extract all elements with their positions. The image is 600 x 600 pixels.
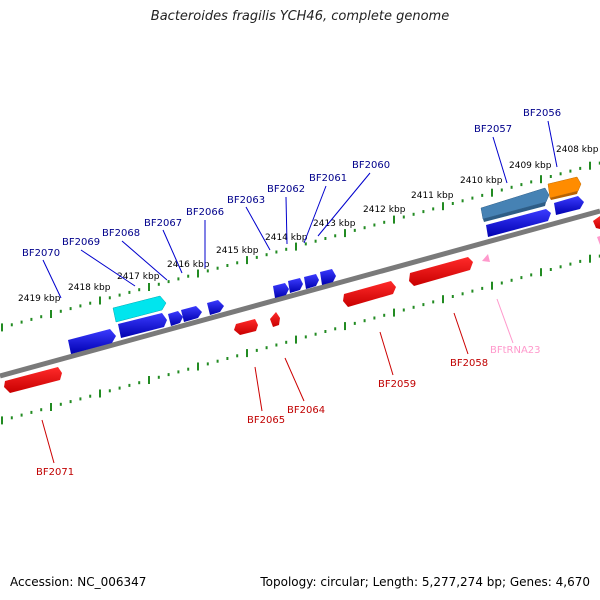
scale-label: 2408 kbp (556, 145, 599, 155)
gene-bf2066[interactable] (168, 311, 183, 326)
forward-gene-labels: BF2056 BF2057 BF2060 BF2061 BF2062 BF206… (22, 108, 561, 259)
scale-ticks-lower (1, 254, 600, 425)
gene-offscreen-right[interactable] (593, 216, 600, 229)
reverse-gene-labels: BF2058 BFtRNA23 BF2059 BF2064 BF2065 BF2… (36, 345, 541, 478)
gene-bf2057-shade (483, 202, 546, 222)
scale-label: 2409 kbp (509, 161, 552, 171)
scale-label: 2412 kbp (363, 205, 406, 215)
scale-label: 2410 kbp (460, 176, 503, 186)
accession-text: Accession: NC_006347 (10, 575, 147, 589)
map-title: Bacteroides fragilis YCH46, complete gen… (150, 9, 450, 24)
gene-label-bf2071[interactable]: BF2071 (36, 467, 74, 478)
scale-label: 2414 kbp (265, 233, 308, 243)
gene-bf2068[interactable] (112, 295, 167, 323)
scale-label: 2419 kbp (18, 294, 61, 304)
topology-text: Topology: circular; Length: 5,277,274 bp… (260, 575, 590, 589)
scale-ticks-upper (1, 161, 600, 332)
gene-label-bftrna23[interactable]: BFtRNA23 (490, 345, 541, 356)
gene-label-bf2059[interactable]: BF2059 (378, 379, 416, 390)
gene-bf2058[interactable] (409, 257, 473, 286)
scale-label: 2416 kbp (167, 260, 210, 270)
gene-bf2056-shade (550, 191, 578, 200)
gene-label-bf2056[interactable]: BF2056 (523, 108, 561, 119)
gene-label-bf2057[interactable]: BF2057 (474, 124, 512, 135)
gene-label-bf2058[interactable]: BF2058 (450, 358, 488, 369)
gene-label-bf2062[interactable]: BF2062 (267, 184, 305, 195)
scale-label: 2413 kbp (313, 219, 356, 229)
forward-leaders (42, 120, 558, 299)
gene-label-bf2070[interactable]: BF2070 (22, 248, 60, 259)
gene-bf2063b[interactable] (304, 274, 319, 289)
gene-bf2056[interactable] (547, 176, 582, 199)
gene-label-bf2066[interactable]: BF2066 (186, 207, 224, 218)
gene-bf2066c[interactable] (207, 300, 224, 315)
gene-bf2071[interactable] (4, 367, 62, 393)
gene-label-bf2061[interactable]: BF2061 (309, 173, 347, 184)
scale-label: 2411 kbp (411, 191, 454, 201)
reverse-leaders (41, 312, 469, 464)
gene-bf2059[interactable] (343, 281, 396, 307)
gene-bf2063c[interactable] (320, 269, 336, 285)
gene-bf2069[interactable] (68, 329, 116, 354)
gene-label-bf2060[interactable]: BF2060 (352, 160, 390, 171)
gene-label-bf2064[interactable]: BF2064 (287, 405, 325, 416)
reverse-genes (4, 216, 600, 393)
gene-bf2063[interactable] (288, 278, 303, 293)
gene-label-bf2068[interactable]: BF2068 (102, 228, 140, 239)
gene-bf2061[interactable] (554, 196, 584, 215)
scale-label: 2418 kbp (68, 283, 111, 293)
scale-labels: 2408 kbp 2409 kbp 2410 kbp 2411 kbp 2412… (18, 145, 599, 304)
genome-backbone (0, 208, 600, 379)
gene-bftrna23[interactable] (482, 254, 490, 262)
gene-bf2066b[interactable] (181, 306, 202, 322)
scale-label: 2415 kbp (216, 246, 259, 256)
forward-genes (68, 176, 584, 354)
gene-bf2065[interactable] (234, 319, 258, 335)
scale-label: 2417 kbp (117, 272, 160, 282)
gene-label-bf2065[interactable]: BF2065 (247, 415, 285, 426)
gene-bf2057[interactable] (480, 187, 550, 220)
gene-bf2064[interactable] (270, 312, 280, 327)
gene-label-bf2067[interactable]: BF2067 (144, 218, 182, 229)
gene-bf2060[interactable] (486, 209, 551, 237)
trna-leader (496, 298, 514, 344)
gene-label-bf2063[interactable]: BF2063 (227, 195, 265, 206)
gene-bf2067[interactable] (118, 313, 167, 338)
gene-offscreen-right-trna[interactable] (597, 236, 600, 245)
gene-label-bf2069[interactable]: BF2069 (62, 237, 100, 248)
gene-bf2062[interactable] (273, 283, 289, 298)
